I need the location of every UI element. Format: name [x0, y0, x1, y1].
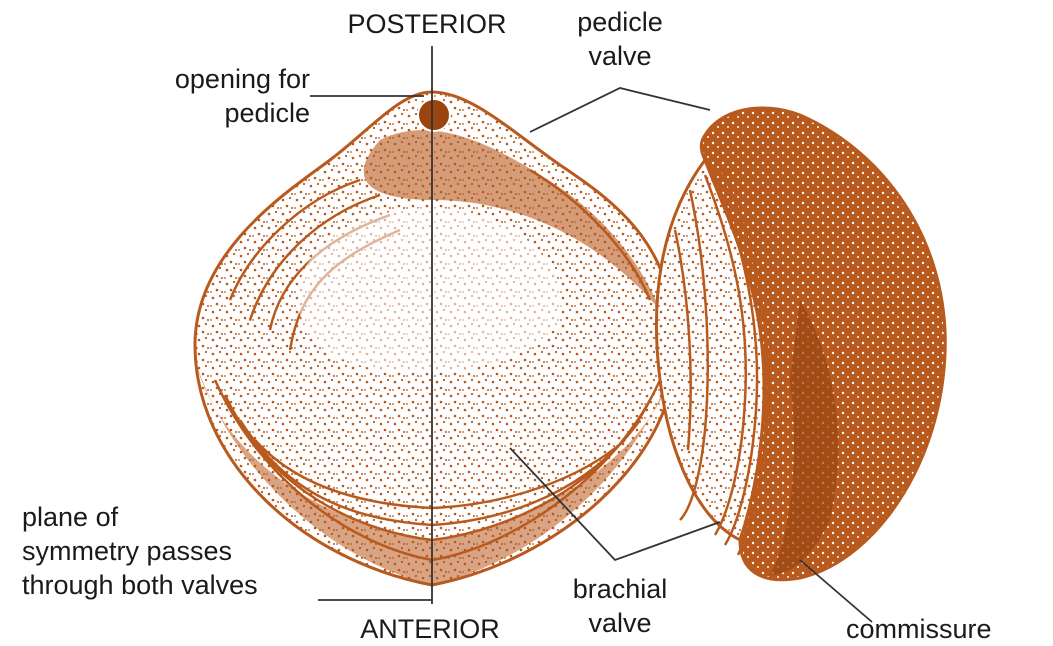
commissure-text: commissure — [846, 612, 1046, 646]
pedicle-valve-leader-line — [530, 88, 710, 132]
plane-of-symmetry-label: plane of symmetry passes through both va… — [22, 500, 322, 602]
opening-for-pedicle-line1: opening for — [120, 62, 310, 96]
plane-of-symmetry-line3: through both valves — [22, 568, 322, 602]
pedicle-valve-line1: pedicle — [560, 5, 680, 39]
posterior-label: POSTERIOR — [322, 7, 532, 41]
opening-for-pedicle-line2: pedicle — [120, 96, 310, 130]
pedicle-valve-line2: valve — [560, 39, 680, 73]
pedicle-valve-label: pedicle valve — [560, 5, 680, 73]
side-shell-view — [656, 108, 945, 580]
plane-of-symmetry-line1: plane of — [22, 500, 322, 534]
brachial-valve-line1: brachial — [560, 572, 680, 606]
plane-of-symmetry-line2: symmetry passes — [22, 534, 322, 568]
brachial-valve-line2: valve — [560, 606, 680, 640]
anterior-label: ANTERIOR — [330, 612, 530, 646]
opening-for-pedicle-label: opening for pedicle — [120, 62, 310, 130]
anterior-text: ANTERIOR — [330, 612, 530, 646]
posterior-text: POSTERIOR — [322, 7, 532, 41]
pedicle-opening — [418, 99, 450, 131]
brachial-valve-label: brachial valve — [560, 572, 680, 640]
commissure-label: commissure — [846, 612, 1046, 646]
